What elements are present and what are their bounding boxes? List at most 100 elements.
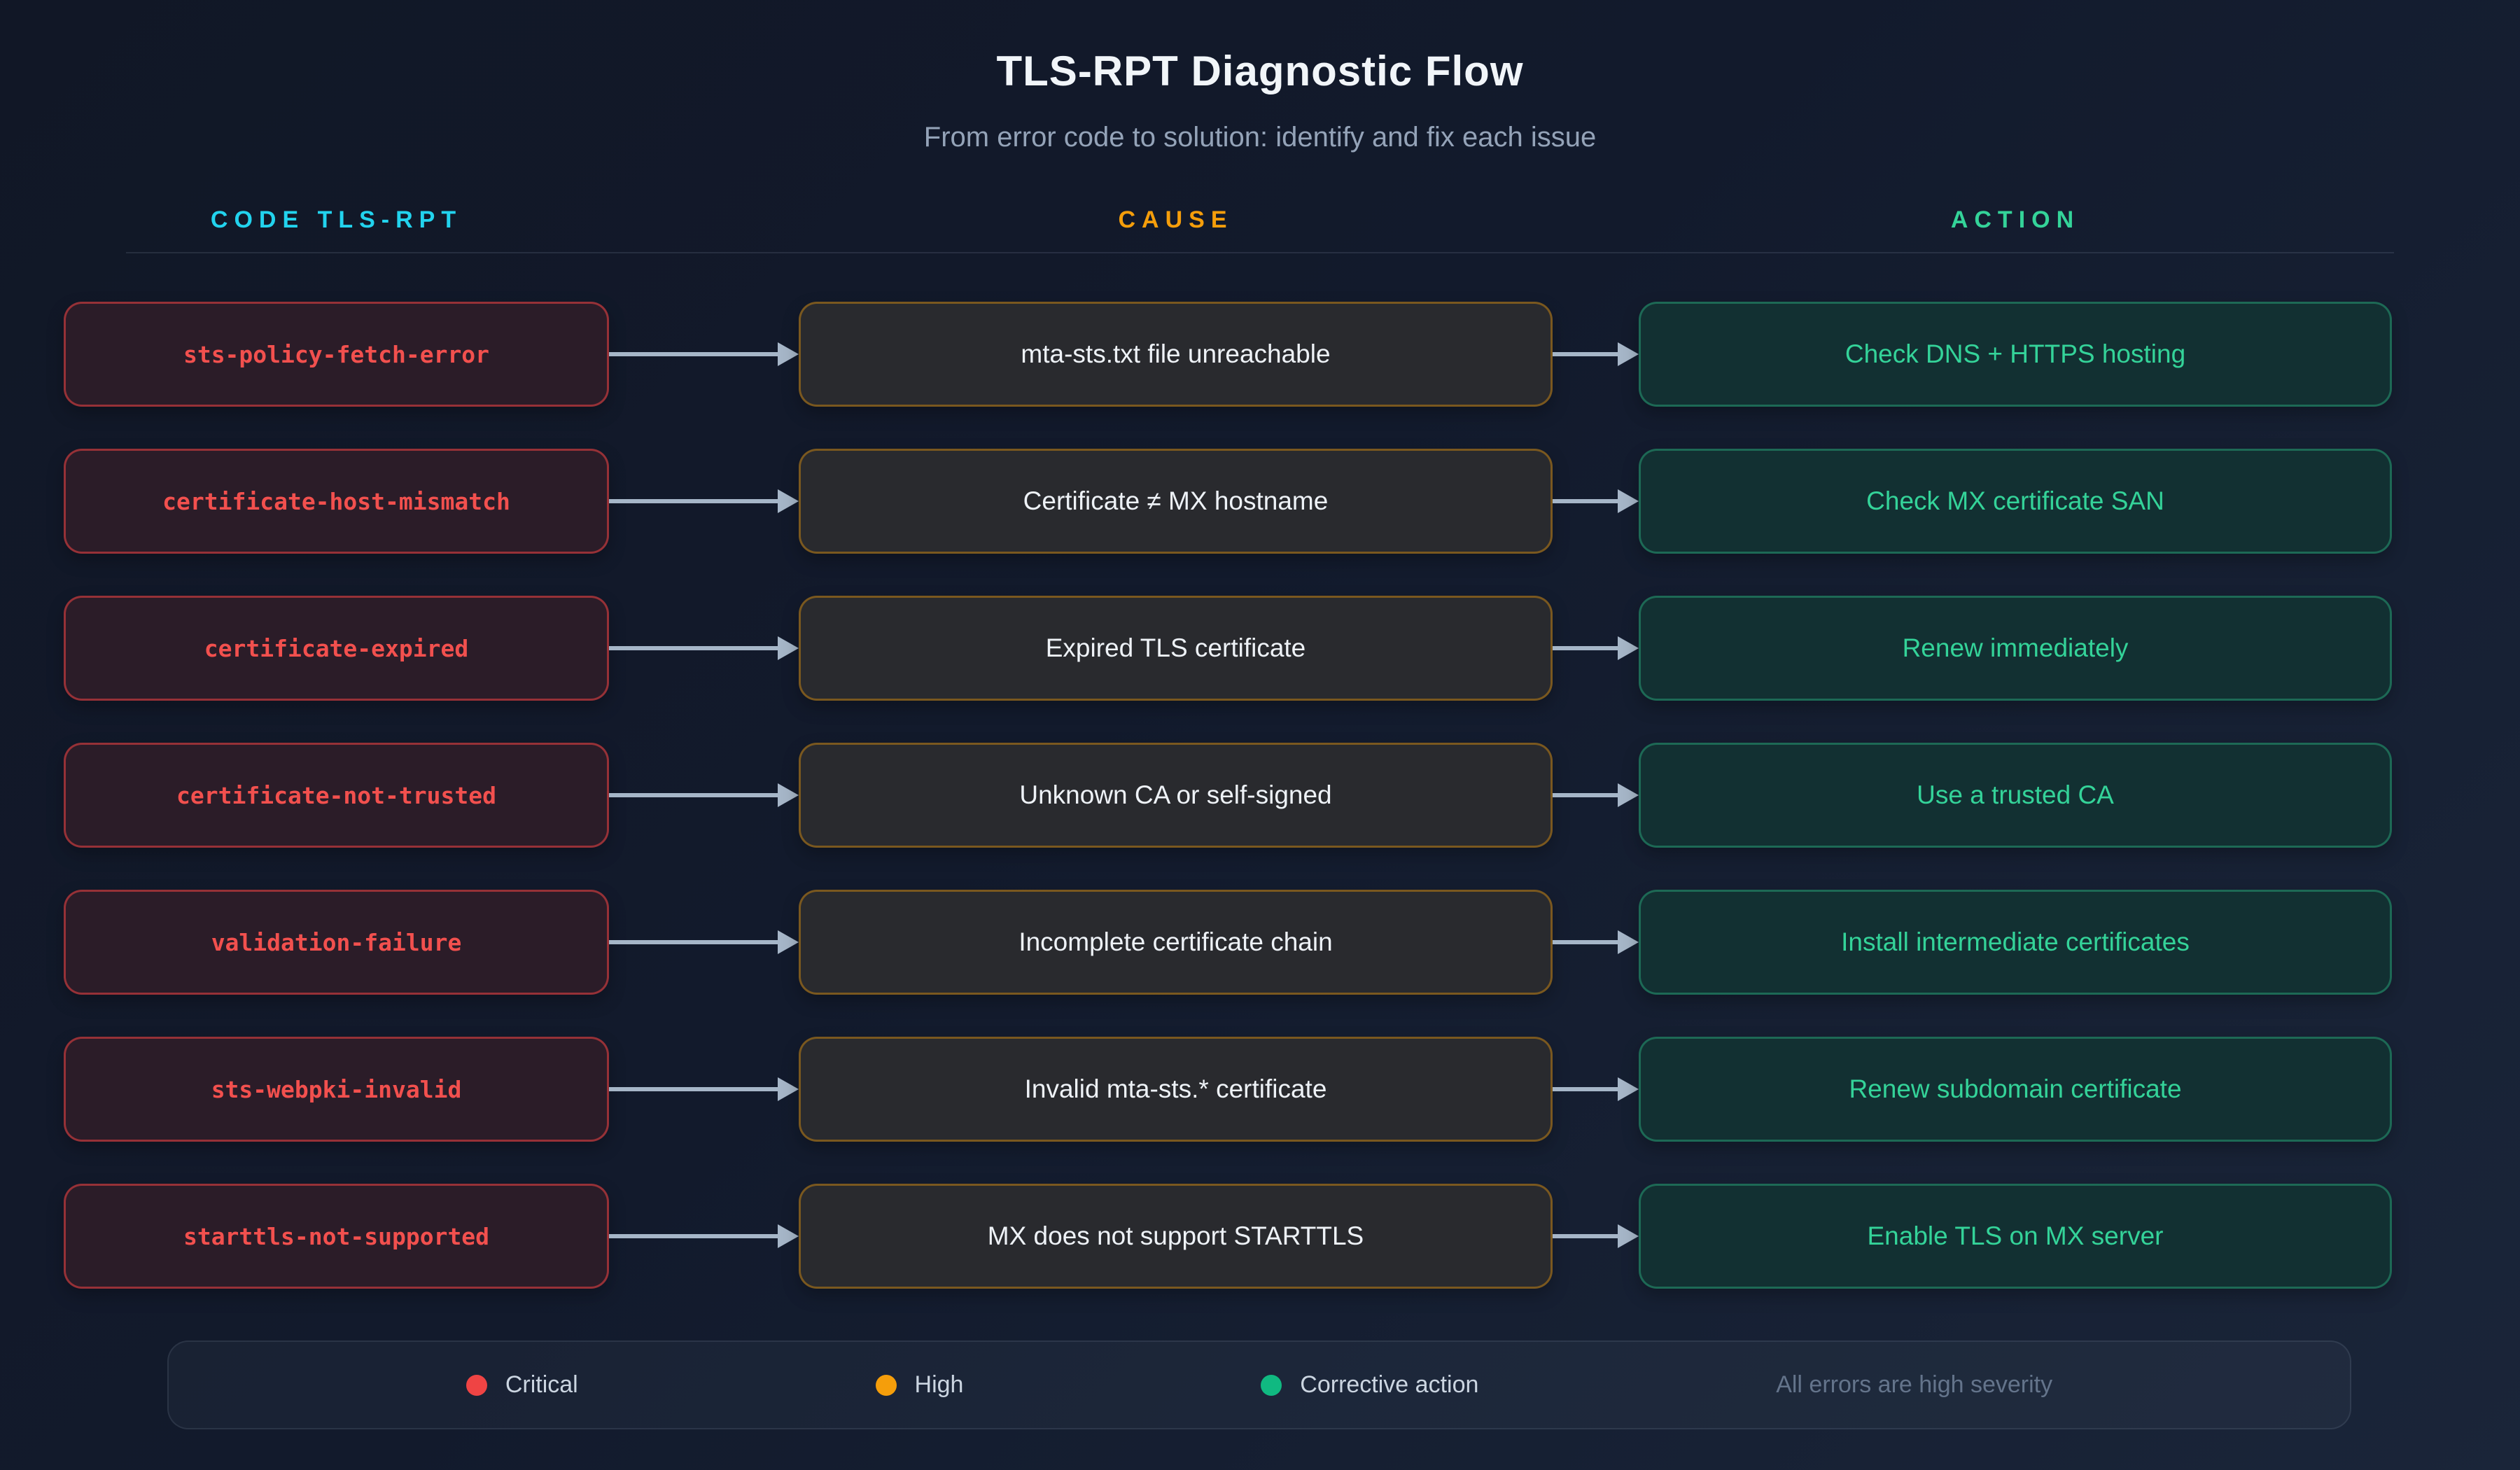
legend-note: All errors are high severity	[1776, 1371, 2053, 1398]
cause-box: Invalid mta-sts.* certificate	[799, 1037, 1553, 1142]
arrow-head	[1618, 1077, 1639, 1101]
cause-label: Certificate ≠ MX hostname	[1023, 486, 1329, 515]
error-code-label: certificate-expired	[204, 634, 469, 662]
flow-row: certificate-expired Expired TLS certific…	[0, 596, 2520, 701]
legend-item: Corrective action	[1261, 1371, 1478, 1399]
severity-dot-icon	[1261, 1374, 1282, 1396]
legend-item: Critical	[465, 1371, 578, 1399]
arrow-head	[778, 342, 799, 366]
arrow-shaft	[609, 352, 778, 356]
flow-row: sts-webpki-invalid Invalid mta-sts.* cer…	[0, 1037, 2520, 1142]
action-box: Renew subdomain certificate	[1639, 1037, 2392, 1142]
error-code-label: certificate-not-trusted	[176, 781, 496, 809]
flow-row: certificate-host-mismatch Certificate ≠ …	[0, 449, 2520, 554]
code-to-cause-arrow-icon	[609, 1037, 799, 1142]
arrow-shaft	[609, 793, 778, 797]
arrow-head	[778, 636, 799, 660]
cause-label: MX does not support STARTTLS	[987, 1222, 1364, 1250]
legend-item-label: Corrective action	[1300, 1371, 1479, 1398]
legend-item-label: High	[914, 1371, 964, 1398]
cause-to-action-arrow-icon	[1553, 1037, 1639, 1142]
flow-rows: sts-policy-fetch-error mta-sts.txt file …	[0, 302, 2520, 1289]
arrow-head	[778, 1077, 799, 1101]
arrow-head	[778, 783, 799, 807]
arrow-head	[1618, 1224, 1639, 1248]
cause-box: Unknown CA or self-signed	[799, 743, 1553, 848]
action-label: Check MX certificate SAN	[1866, 486, 2164, 515]
arrow-shaft	[1553, 793, 1618, 797]
error-code-label: sts-webpki-invalid	[211, 1075, 462, 1103]
arrow-head	[1618, 342, 1639, 366]
error-code-box: sts-policy-fetch-error	[64, 302, 609, 407]
action-box: Check MX certificate SAN	[1639, 449, 2392, 554]
arrow-shaft	[609, 1234, 778, 1238]
code-to-cause-arrow-icon	[609, 743, 799, 848]
arrow-shaft	[1553, 940, 1618, 944]
flow-row: starttls-not-supported MX does not suppo…	[0, 1184, 2520, 1289]
severity-dot-icon	[465, 1374, 487, 1396]
error-code-box: certificate-not-trusted	[64, 743, 609, 848]
arrow-shaft	[609, 1087, 778, 1091]
code-to-cause-arrow-icon	[609, 596, 799, 701]
action-label: Use a trusted CA	[1917, 780, 2114, 809]
cause-box: Incomplete certificate chain	[799, 890, 1553, 995]
arrow-head	[778, 1224, 799, 1248]
arrow-shaft	[1553, 1234, 1618, 1238]
flow-row: sts-policy-fetch-error mta-sts.txt file …	[0, 302, 2520, 407]
legend-item-label: Critical	[505, 1371, 578, 1398]
cause-label: mta-sts.txt file unreachable	[1021, 340, 1331, 368]
arrow-shaft	[609, 499, 778, 503]
cause-to-action-arrow-icon	[1553, 890, 1639, 995]
code-to-cause-arrow-icon	[609, 302, 799, 407]
action-label: Renew subdomain certificate	[1849, 1074, 2182, 1103]
code-to-cause-arrow-icon	[609, 449, 799, 554]
flow-row: validation-failure Incomplete certificat…	[0, 890, 2520, 995]
column-headers: CODE TLS-RPT CAUSE ACTION	[0, 203, 2520, 237]
page-header: TLS-RPT Diagnostic Flow From error code …	[0, 0, 2520, 154]
cause-to-action-arrow-icon	[1553, 1184, 1639, 1289]
arrow-shaft	[1553, 352, 1618, 356]
header-divider	[126, 252, 2394, 253]
error-code-box: starttls-not-supported	[64, 1184, 609, 1289]
action-label: Renew immediately	[1902, 634, 2129, 662]
error-code-label: certificate-host-mismatch	[162, 487, 510, 515]
error-code-box: sts-webpki-invalid	[64, 1037, 609, 1142]
cause-to-action-arrow-icon	[1553, 743, 1639, 848]
arrow-head	[778, 930, 799, 954]
error-code-label: validation-failure	[211, 928, 462, 956]
action-box: Use a trusted CA	[1639, 743, 2392, 848]
arrow-head	[1618, 636, 1639, 660]
severity-dot-icon	[875, 1374, 897, 1396]
cause-to-action-arrow-icon	[1553, 302, 1639, 407]
action-label: Check DNS + HTTPS hosting	[1844, 340, 2186, 368]
flow-row: certificate-not-trusted Unknown CA or se…	[0, 743, 2520, 848]
action-box: Check DNS + HTTPS hosting	[1639, 302, 2392, 407]
arrow-shaft	[1553, 1087, 1618, 1091]
action-label: Enable TLS on MX server	[1867, 1222, 2164, 1250]
error-code-box: certificate-host-mismatch	[64, 449, 609, 554]
action-box: Renew immediately	[1639, 596, 2392, 701]
error-code-box: validation-failure	[64, 890, 609, 995]
arrow-shaft	[609, 940, 778, 944]
cause-box: mta-sts.txt file unreachable	[799, 302, 1553, 407]
cause-label: Incomplete certificate chain	[1018, 927, 1333, 956]
cause-label: Invalid mta-sts.* certificate	[1024, 1074, 1327, 1103]
cause-to-action-arrow-icon	[1553, 449, 1639, 554]
page-title: TLS-RPT Diagnostic Flow	[996, 48, 1524, 94]
arrow-head	[1618, 783, 1639, 807]
cause-label: Unknown CA or self-signed	[1019, 780, 1332, 809]
arrow-head	[1618, 489, 1639, 513]
action-box: Enable TLS on MX server	[1639, 1184, 2392, 1289]
legend-item: High	[875, 1371, 964, 1399]
arrow-shaft	[609, 646, 778, 650]
cause-box: Expired TLS certificate	[799, 596, 1553, 701]
legend: Critical High Corrective action All erro…	[167, 1340, 2351, 1429]
page-subtitle: From error code to solution: identify an…	[923, 122, 1597, 153]
cause-box: MX does not support STARTTLS	[799, 1184, 1553, 1289]
code-to-cause-arrow-icon	[609, 1184, 799, 1289]
column-header-code: CODE TLS-RPT	[210, 206, 463, 233]
arrow-shaft	[1553, 646, 1618, 650]
column-header-cause: CAUSE	[1118, 206, 1233, 233]
action-label: Install intermediate certificates	[1841, 927, 2190, 956]
